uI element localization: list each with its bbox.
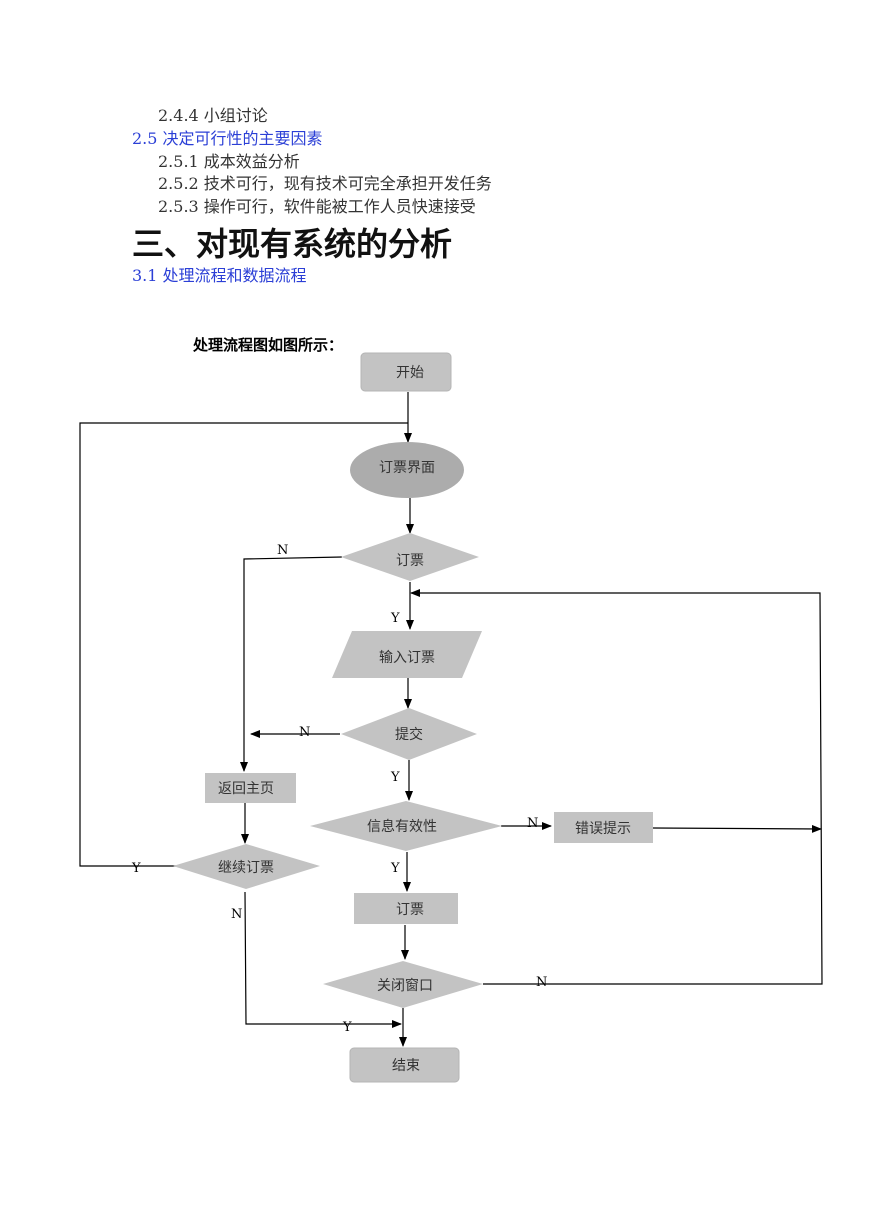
toc-item-2-5-2: 2.5.2 技术可行，现有技术可完全承担开发任务 (158, 174, 492, 193)
svg-text:错误提示: 错误提示 (575, 821, 631, 837)
svg-text:订票: 订票 (396, 902, 424, 918)
svg-text:开始: 开始 (396, 365, 424, 381)
edge-label-validity-no: N (527, 816, 538, 831)
edge-label-close-no: N (536, 975, 547, 990)
edge-label-close-yes: Y (342, 1020, 352, 1035)
node-close-window: 关闭窗口 (323, 961, 483, 1008)
section-heading: 三、对现有系统的分析 (132, 225, 453, 263)
edge-label-validity-yes: Y (390, 861, 400, 876)
toc-item-2-5-3: 2.5.3 操作可行，软件能被工作人员快速接受 (158, 197, 476, 216)
svg-text:结束: 结束 (392, 1058, 420, 1074)
toc-item-2-4-4: 2.4.4 小组讨论 (158, 106, 268, 125)
node-booking-ui: 订票界面 (350, 442, 464, 498)
svg-text:输入订票: 输入订票 (379, 650, 435, 666)
toc-item-2-5-1: 2.5.1 成本效益分析 (158, 152, 300, 171)
toc-item-2-5[interactable]: 2.5 决定可行性的主要因素 (132, 129, 323, 148)
edge-label-book-no: N (277, 543, 288, 558)
node-continue-booking: 继续订票 (173, 844, 320, 889)
node-return-home: 返回主页 (205, 773, 296, 803)
node-input-booking: 输入订票 (332, 631, 482, 678)
node-book-decision: 订票 (341, 533, 479, 581)
edge-label-continue-yes: Y (131, 861, 141, 876)
edge-label-submit-yes: Y (390, 770, 400, 785)
svg-text:继续订票: 继续订票 (218, 859, 274, 876)
svg-text:订票界面: 订票界面 (379, 460, 435, 476)
node-error-tip: 错误提示 (554, 812, 653, 843)
figure-caption: 处理流程图如图所示： (193, 336, 344, 354)
node-end: 结束 (349, 1047, 460, 1083)
svg-text:信息有效性: 信息有效性 (367, 818, 437, 835)
node-submit: 提交 (341, 708, 477, 760)
node-book-action: 订票 (354, 893, 458, 924)
svg-text:返回主页: 返回主页 (218, 781, 274, 797)
svg-text:订票: 订票 (396, 553, 424, 569)
flow-connectors (79, 392, 823, 1047)
node-start: 开始 (360, 352, 452, 392)
svg-text:提交: 提交 (395, 726, 423, 743)
node-validity: 信息有效性 (310, 801, 502, 851)
edge-label-continue-no: N (231, 907, 242, 922)
svg-text:关闭窗口: 关闭窗口 (377, 977, 433, 994)
section-3-1-heading[interactable]: 3.1 处理流程和数据流程 (132, 266, 307, 285)
edge-label-submit-no: N (299, 725, 310, 740)
edge-label-book-yes: Y (390, 611, 400, 626)
